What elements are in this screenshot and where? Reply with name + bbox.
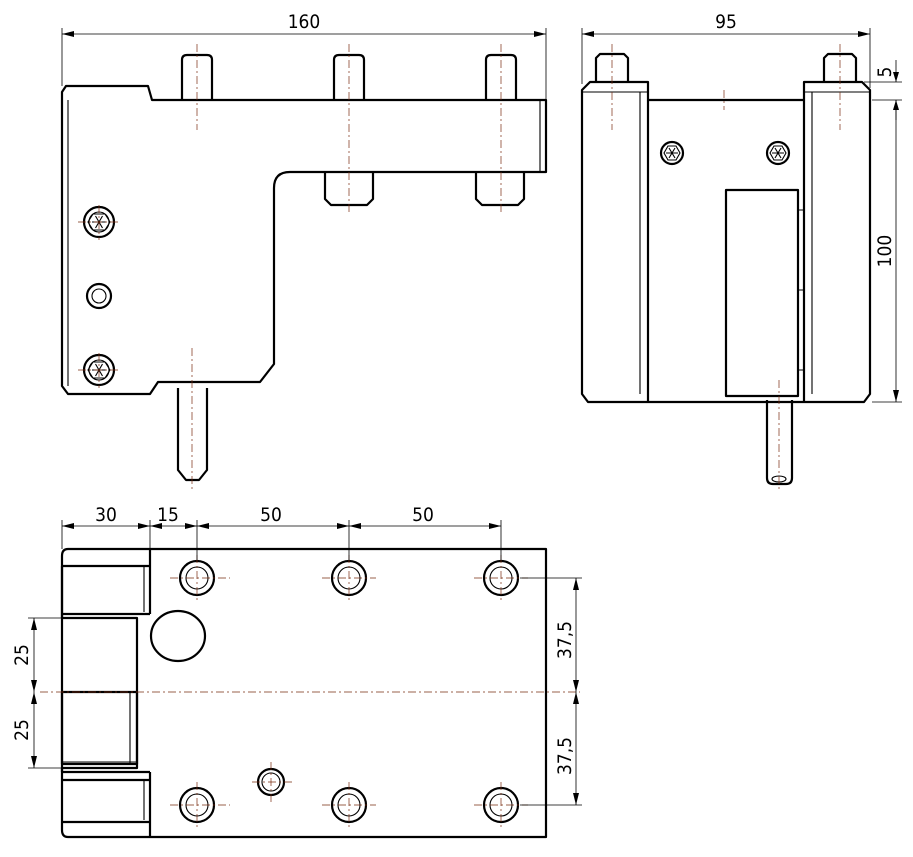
front-view <box>60 44 548 490</box>
dimension-25-lower-label: 25 <box>11 719 33 741</box>
side-body-chamfer-lines <box>582 91 870 394</box>
dimension-50-a-label: 50 <box>260 504 282 526</box>
dimension-chain-top: 30 15 50 50 <box>61 504 502 560</box>
side-body-outline <box>580 80 872 404</box>
side-lower-pin <box>765 400 794 486</box>
front-centerlines <box>78 44 502 490</box>
top-body-outline <box>60 547 548 839</box>
front-socket-screw <box>85 282 113 310</box>
side-view <box>580 44 872 492</box>
dimension-95-label: 95 <box>715 11 737 33</box>
dimension-chain-right: 37,5 37,5 <box>520 577 582 806</box>
side-centerlines <box>611 44 841 492</box>
dimension-100: 100 <box>872 100 902 403</box>
front-body-inner-edge <box>67 100 541 386</box>
dimension-50-b-label: 50 <box>412 504 434 526</box>
top-upper-jaw <box>60 549 152 616</box>
top-centerlines <box>40 555 580 828</box>
dimension-37-5-lower-label: 37,5 <box>554 737 576 775</box>
side-pin-right <box>822 52 858 82</box>
dimension-5-label: 5 <box>874 67 896 78</box>
side-hex-bolt-left <box>659 140 685 166</box>
dimension-100-label: 100 <box>874 235 896 268</box>
side-hex-bolt-right <box>765 140 791 166</box>
dimension-15-label: 15 <box>157 504 179 526</box>
top-view <box>40 547 580 839</box>
side-slider-block <box>724 188 800 398</box>
side-slider-edge <box>798 209 804 371</box>
side-pin-left <box>594 52 630 82</box>
side-body-inner-lines <box>646 100 806 402</box>
top-lower-jaw <box>62 770 152 837</box>
dimension-160: 160 <box>61 11 547 100</box>
top-center-block <box>60 690 139 766</box>
front-lower-pin <box>176 388 209 482</box>
dimension-chain-left: 25 25 <box>11 617 62 769</box>
top-center-block-detail <box>62 692 137 764</box>
front-body-outline <box>60 84 548 396</box>
top-oval-pocket <box>149 609 207 663</box>
dimension-37-5-upper-label: 37,5 <box>554 621 576 659</box>
front-bottom-boss-2 <box>474 172 526 207</box>
dimension-30-label: 30 <box>95 504 117 526</box>
dimension-25-upper-label: 25 <box>11 644 33 666</box>
dimension-160-label: 160 <box>288 11 321 33</box>
dimension-95: 95 <box>581 11 871 88</box>
